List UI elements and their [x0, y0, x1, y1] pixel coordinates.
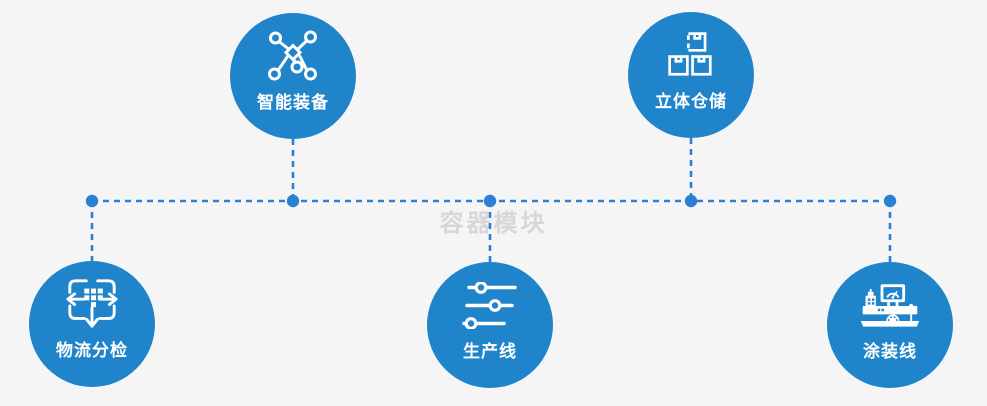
node-production-line: 生产线	[427, 262, 553, 388]
junction-dot	[286, 194, 300, 208]
network-nodes-icon	[267, 29, 319, 83]
stacked-boxes-icon	[666, 28, 716, 82]
sliders-icon	[462, 278, 518, 332]
junction-dot	[684, 194, 698, 208]
node-intelligent-equipment: 智能装备	[230, 13, 356, 139]
node-painting-line: 涂装线	[827, 262, 953, 388]
node-label: 生产线	[463, 342, 517, 362]
sorting-arrows-icon	[63, 277, 121, 331]
node-logistics-sorting: 物流分检	[29, 261, 155, 387]
machine-monitor-icon	[858, 278, 922, 332]
node-label: 物流分检	[56, 341, 128, 361]
node-label: 立体仓储	[655, 92, 727, 112]
node-label: 智能装备	[257, 93, 329, 113]
junction-dot	[883, 194, 897, 208]
junction-dot	[483, 194, 497, 208]
node-label: 涂装线	[863, 342, 917, 362]
node-stereo-warehouse: 立体仓储	[628, 12, 754, 138]
watermark-text: 容器模块	[439, 209, 548, 237]
junction-dot	[85, 194, 99, 208]
